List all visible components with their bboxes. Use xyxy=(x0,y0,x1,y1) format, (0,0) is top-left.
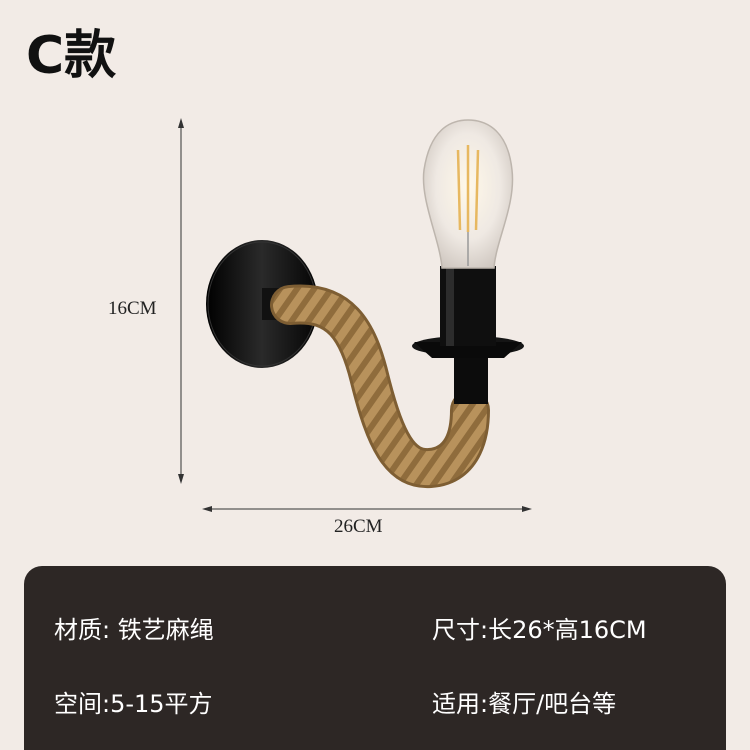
rope-arm xyxy=(270,284,490,489)
product-variant-title: C款 xyxy=(26,26,117,86)
lamp-holder xyxy=(412,266,524,404)
width-dimension-line xyxy=(202,506,532,512)
height-label: 16CM xyxy=(108,298,157,319)
spec-material: 材质: 铁艺麻绳 xyxy=(54,616,214,644)
spec-space: 空间:5-15平方 xyxy=(54,690,213,718)
spec-panel: 材质: 铁艺麻绳 尺寸:长26*高16CM 空间:5-15平方 适用:餐厅/吧台… xyxy=(24,566,726,750)
width-label: 26CM xyxy=(334,516,383,537)
edison-bulb xyxy=(422,119,514,269)
height-dimension-line xyxy=(178,118,184,484)
spec-size: 尺寸:长26*高16CM xyxy=(432,616,647,644)
wall-lamp-illustration xyxy=(178,118,532,512)
spec-usage: 适用:餐厅/吧台等 xyxy=(432,690,617,718)
